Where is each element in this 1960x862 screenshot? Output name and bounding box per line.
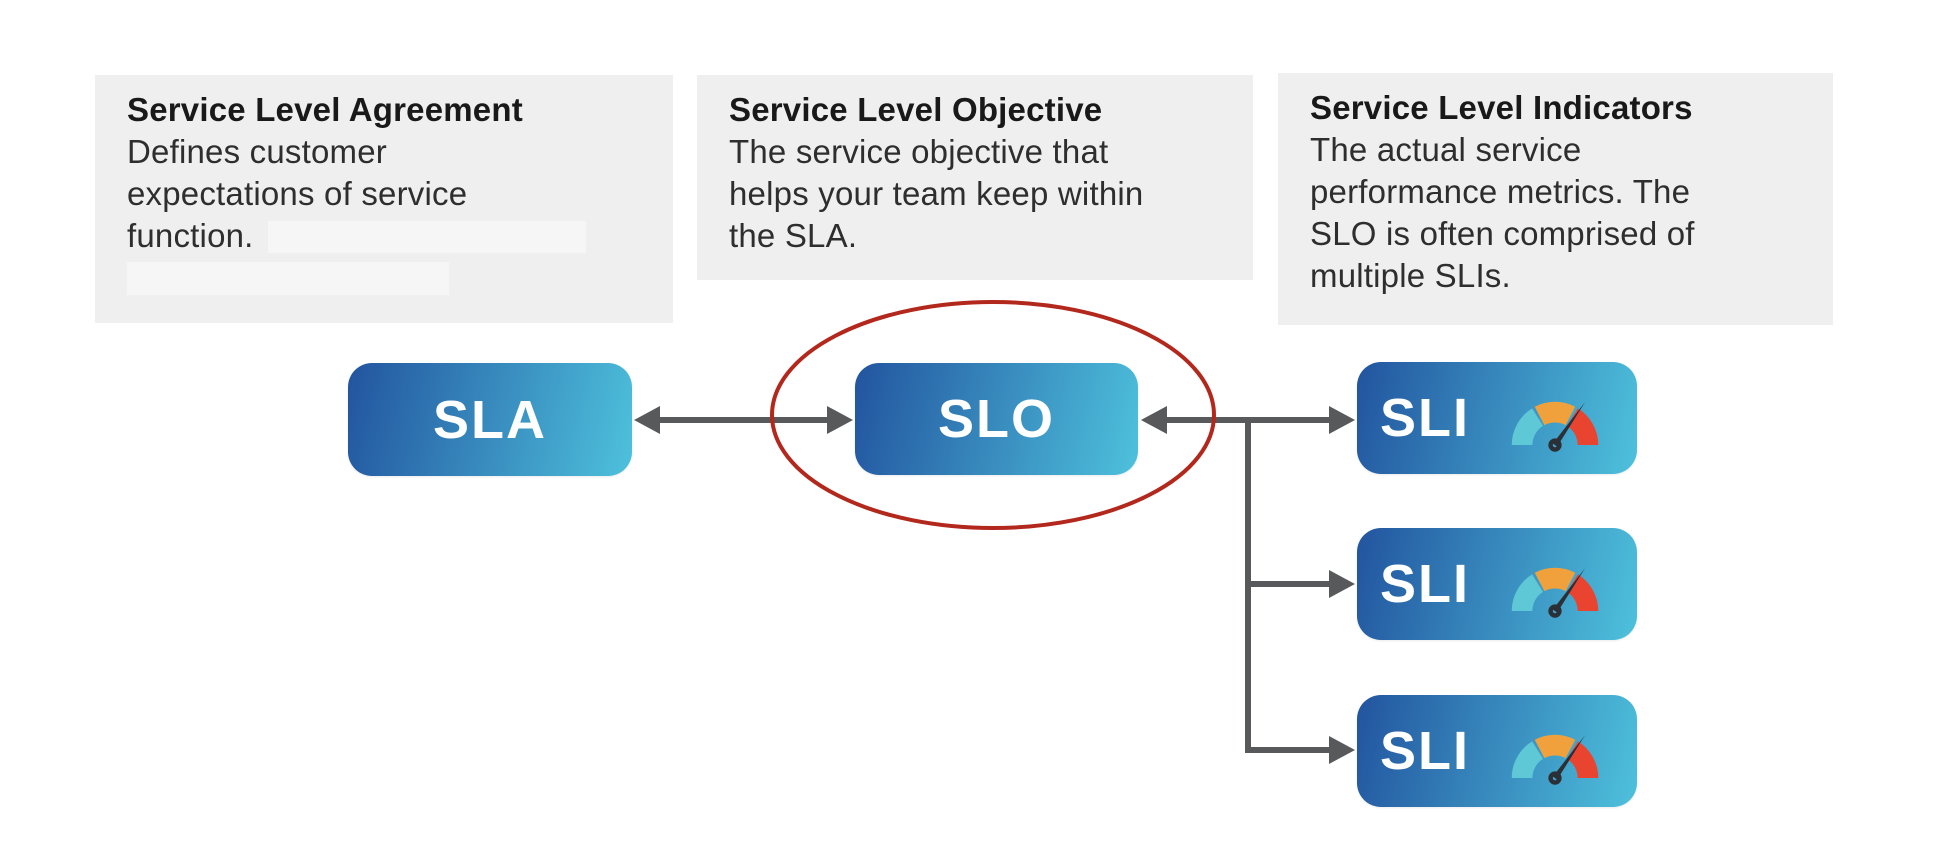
node-label: SLA	[433, 389, 547, 450]
node-sli-1: SLI	[1357, 362, 1637, 474]
node-slo: SLO	[855, 363, 1138, 475]
card-service-level-objective: Service Level Objective The service obje…	[697, 75, 1253, 280]
card-body-line: the SLA.	[729, 217, 858, 254]
card-body-line: The actual service	[1310, 131, 1582, 168]
slo-sli-branch-arrows	[1141, 406, 1355, 764]
card-body-line: Defines customer	[127, 133, 387, 170]
node-label: SLI	[1379, 721, 1470, 781]
speedometer-gauge-icon	[1511, 734, 1599, 785]
card-title: Service Level Agreement	[127, 91, 523, 128]
card-body-line: function.	[127, 215, 641, 257]
node-sla: SLA	[348, 363, 632, 476]
card-body-line: helps your team keep within	[729, 175, 1144, 212]
sla-slo-double-arrow	[634, 406, 853, 434]
node-sli-2: SLI	[1357, 528, 1637, 640]
card-body-line: performance metrics. The	[1310, 173, 1691, 210]
node-label: SLO	[937, 389, 1055, 449]
card-body-line: The service objective that	[729, 133, 1109, 170]
redacted-text-block	[267, 221, 586, 253]
card-body-line: expectations of service	[127, 175, 468, 212]
card-service-level-indicators: Service Level Indicators The actual serv…	[1278, 73, 1833, 325]
card-title: Service Level Objective	[729, 91, 1103, 128]
node-label: SLI	[1379, 388, 1470, 448]
node-label: SLI	[1379, 554, 1470, 614]
card-title: Service Level Indicators	[1310, 89, 1693, 126]
speedometer-gauge-icon	[1511, 401, 1599, 452]
card-body-line: multiple SLIs.	[1310, 257, 1511, 294]
card-body-line: SLO is often comprised of	[1310, 215, 1695, 252]
redacted-text-block	[127, 262, 449, 295]
node-sli-3: SLI	[1357, 695, 1637, 807]
speedometer-gauge-icon	[1511, 567, 1599, 618]
card-service-level-agreement: Service Level Agreement Defines customer…	[95, 75, 673, 323]
